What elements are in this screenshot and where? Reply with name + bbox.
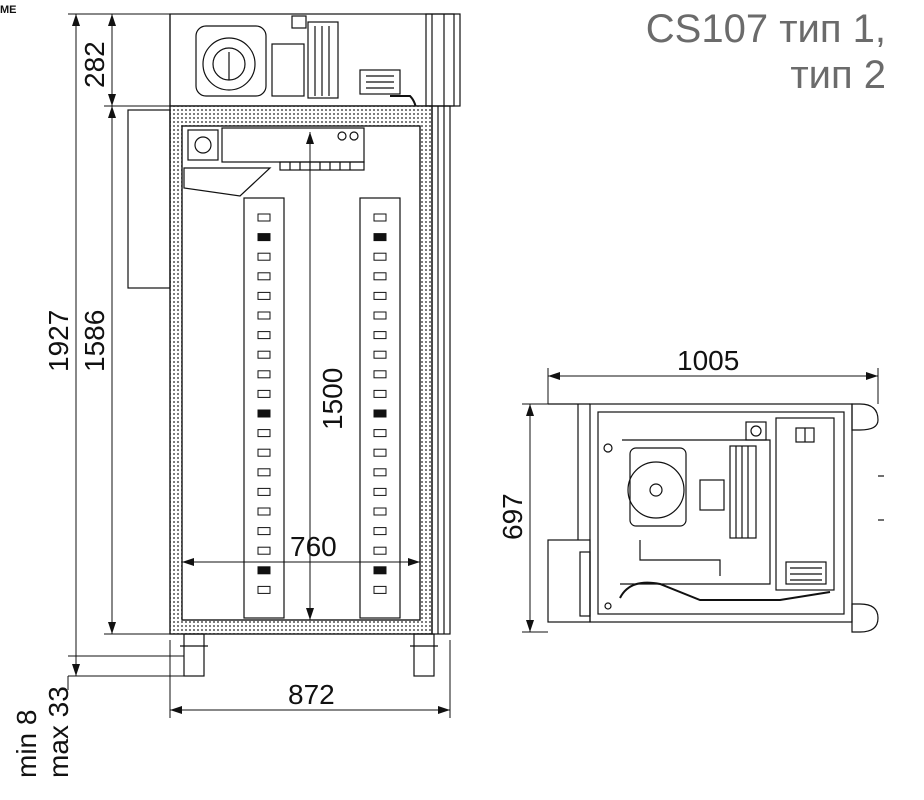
rail-slot <box>257 468 271 477</box>
rail-slot <box>257 311 271 320</box>
front-view <box>127 13 461 677</box>
cabinet-interior <box>181 125 421 621</box>
dim-leg-max: max 33 <box>43 686 74 778</box>
shelf-rail <box>243 197 285 619</box>
rail-slot <box>257 507 271 516</box>
rail-slot <box>257 331 271 340</box>
rail-slot <box>373 507 387 516</box>
rail-slot <box>257 429 271 438</box>
model-title-line-1: CS107 тип 1, <box>645 7 886 51</box>
dim-top-height: 282 <box>79 41 110 88</box>
side-panel <box>127 109 171 289</box>
rail-slot <box>373 213 387 222</box>
top-compressor-icon <box>627 447 687 527</box>
condenser-icon <box>271 15 339 99</box>
control-box <box>775 417 835 591</box>
compressor-icon <box>195 25 267 97</box>
rail-slot <box>257 585 271 594</box>
vent-grille <box>359 69 401 95</box>
top-condenser-icon <box>699 445 757 539</box>
shelf-rails <box>243 197 401 619</box>
dimension-arrows <box>72 14 450 714</box>
rail-slot <box>373 468 387 477</box>
rail-slot <box>257 546 271 555</box>
shelf-rail <box>359 197 401 619</box>
rail-slot <box>257 350 271 359</box>
foot-left <box>183 633 205 677</box>
rail-slot <box>373 546 387 555</box>
model-title: CS107 тип 1, тип 2 <box>646 6 886 98</box>
rail-slot <box>373 252 387 261</box>
corner-label: ME <box>0 4 17 16</box>
rail-slot <box>257 487 271 496</box>
rail-slot <box>257 233 271 242</box>
rail-slot <box>257 272 271 281</box>
rail-slot <box>373 585 387 594</box>
dim-total-width: 872 <box>288 679 335 710</box>
rail-slot <box>373 429 387 438</box>
rail-slot <box>257 291 271 300</box>
top-dimension-lines <box>522 368 879 633</box>
rail-slot <box>373 527 387 536</box>
rail-slot <box>257 409 271 418</box>
rail-slot <box>373 350 387 359</box>
rail-slot <box>373 409 387 418</box>
dim-inner-height: 1500 <box>317 368 348 430</box>
rail-slot <box>257 213 271 222</box>
rail-slot <box>257 370 271 379</box>
rail-slot <box>257 389 271 398</box>
top-view-outline <box>589 403 853 623</box>
door-frame <box>431 105 451 635</box>
rail-slot <box>373 291 387 300</box>
rail-slot <box>373 448 387 457</box>
dim-inner-width: 760 <box>290 531 337 562</box>
rail-slot <box>257 527 271 536</box>
foot-right <box>413 633 435 677</box>
dim-depth-width: 1005 <box>677 345 739 376</box>
top-dimension-arrows <box>526 372 878 632</box>
dim-depth-height: 697 <box>497 493 528 540</box>
dim-door-height: 1586 <box>79 310 110 372</box>
front-dimension-lines <box>67 13 451 718</box>
rail-slot <box>373 272 387 281</box>
rail-slot <box>373 233 387 242</box>
rail-slot <box>373 311 387 320</box>
rail-slot <box>257 566 271 575</box>
rail-slot <box>373 389 387 398</box>
rail-slot <box>373 331 387 340</box>
model-title-line-2: тип 2 <box>790 53 886 97</box>
rail-slot <box>373 370 387 379</box>
dim-total-height: 1927 <box>43 310 74 372</box>
rail-slot <box>257 252 271 261</box>
dim-leg-min: min 8 <box>11 710 42 778</box>
rail-slot <box>373 487 387 496</box>
top-view <box>547 403 884 633</box>
rail-slot <box>373 566 387 575</box>
evaporator-unit <box>183 127 365 197</box>
rail-slot <box>257 448 271 457</box>
